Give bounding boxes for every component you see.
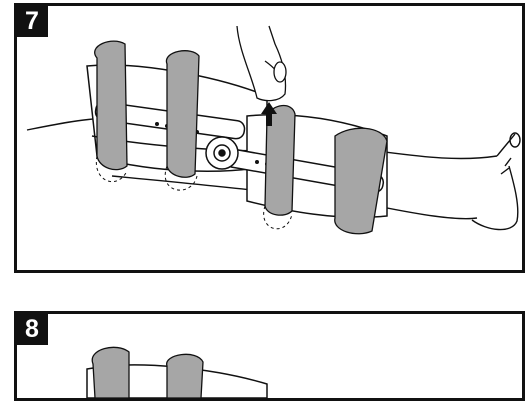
knee-brace-illustration: [17, 6, 522, 270]
foot: [472, 133, 520, 230]
shin-top: [377, 151, 497, 159]
step-7-panel: 7: [14, 3, 525, 273]
shin-strap-2: [335, 128, 387, 234]
thigh-strap-2: [167, 354, 203, 398]
thigh-strap-2: [166, 51, 199, 178]
knee-brace-illustration: [17, 314, 522, 398]
thigh-strap-1: [92, 347, 129, 398]
thigh-strap-1: [95, 41, 127, 170]
